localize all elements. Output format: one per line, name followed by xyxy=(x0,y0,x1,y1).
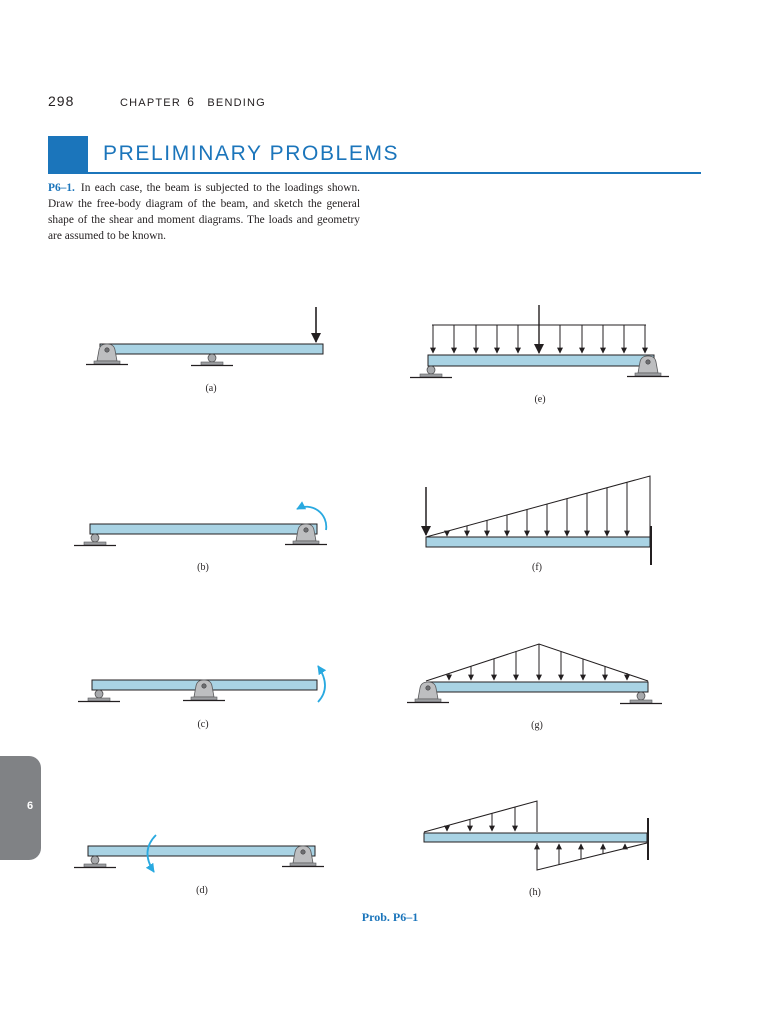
roller-support-d xyxy=(73,855,117,869)
figure-caption: Prob. P6–1 xyxy=(361,910,419,924)
couple-moment-arrow-d xyxy=(145,834,157,873)
beam-d xyxy=(87,845,316,857)
figure-c: (c) xyxy=(77,665,327,730)
figure-f: (f) xyxy=(421,475,652,573)
problem-number: P6–1. xyxy=(48,182,75,194)
chapter-number: 6 xyxy=(187,95,196,109)
chapter-title: Bending xyxy=(207,97,266,109)
triangular-load-arrows-f xyxy=(444,482,630,537)
upward-load-arrows-h xyxy=(556,843,628,865)
figure-d: (d) xyxy=(73,834,325,896)
beam-b xyxy=(89,523,318,535)
chapter-side-tab-label: 6 xyxy=(27,800,34,812)
triangular-load-arrows-g xyxy=(446,644,630,681)
beam-h xyxy=(423,832,648,843)
roller-support-e xyxy=(409,365,453,379)
problem-statement: P6–1.In each case, the beam is subjected… xyxy=(48,180,360,244)
figure-g: (g) xyxy=(406,643,663,731)
triangular-load-outline-f xyxy=(425,475,651,538)
figure-label-f: (f) xyxy=(532,562,542,573)
couple-moment-arrow-b xyxy=(296,501,328,531)
chapter-heading: Chapter 6 Bending xyxy=(120,95,266,109)
triangular-load-outline-lower-h xyxy=(536,842,648,871)
beam-g xyxy=(427,681,649,693)
downward-load-arrows-h xyxy=(444,807,518,832)
triangular-load-outline-g xyxy=(425,643,649,682)
figure-e: (e) xyxy=(409,305,670,405)
beam-e xyxy=(427,354,655,367)
roller-support-a xyxy=(190,353,234,367)
beam-f xyxy=(425,536,651,548)
roller-support-g xyxy=(619,691,663,705)
figure-h: (h) xyxy=(423,800,649,898)
section-title-rule xyxy=(48,172,701,174)
figure-label-e: (e) xyxy=(534,394,545,405)
figure-label-g: (g) xyxy=(531,720,543,731)
figure-label-h: (h) xyxy=(529,887,541,898)
triangular-load-outline-upper-h xyxy=(423,800,538,833)
figure-a: (a) xyxy=(85,307,324,394)
beam-a xyxy=(99,343,324,355)
section-title: PRELIMINARY PROBLEMS xyxy=(103,142,400,165)
couple-moment-arrow-c xyxy=(317,665,327,703)
roller-support-c xyxy=(77,689,121,703)
chapter-side-tab: 6 xyxy=(0,756,41,860)
roller-support-b xyxy=(73,533,117,547)
section-title-block xyxy=(48,136,88,174)
chapter-word: Chapter xyxy=(120,97,181,109)
page-number: 298 xyxy=(48,93,75,109)
figure-label-c: (c) xyxy=(197,719,208,730)
figure-label-a: (a) xyxy=(205,383,216,394)
figure-label-b: (b) xyxy=(197,562,209,573)
figure-b: (b) xyxy=(73,501,328,573)
problem-text: In each case, the beam is subjected to t… xyxy=(48,182,360,242)
distributed-load-arrows-e xyxy=(430,325,648,354)
figure-label-d: (d) xyxy=(196,885,208,896)
